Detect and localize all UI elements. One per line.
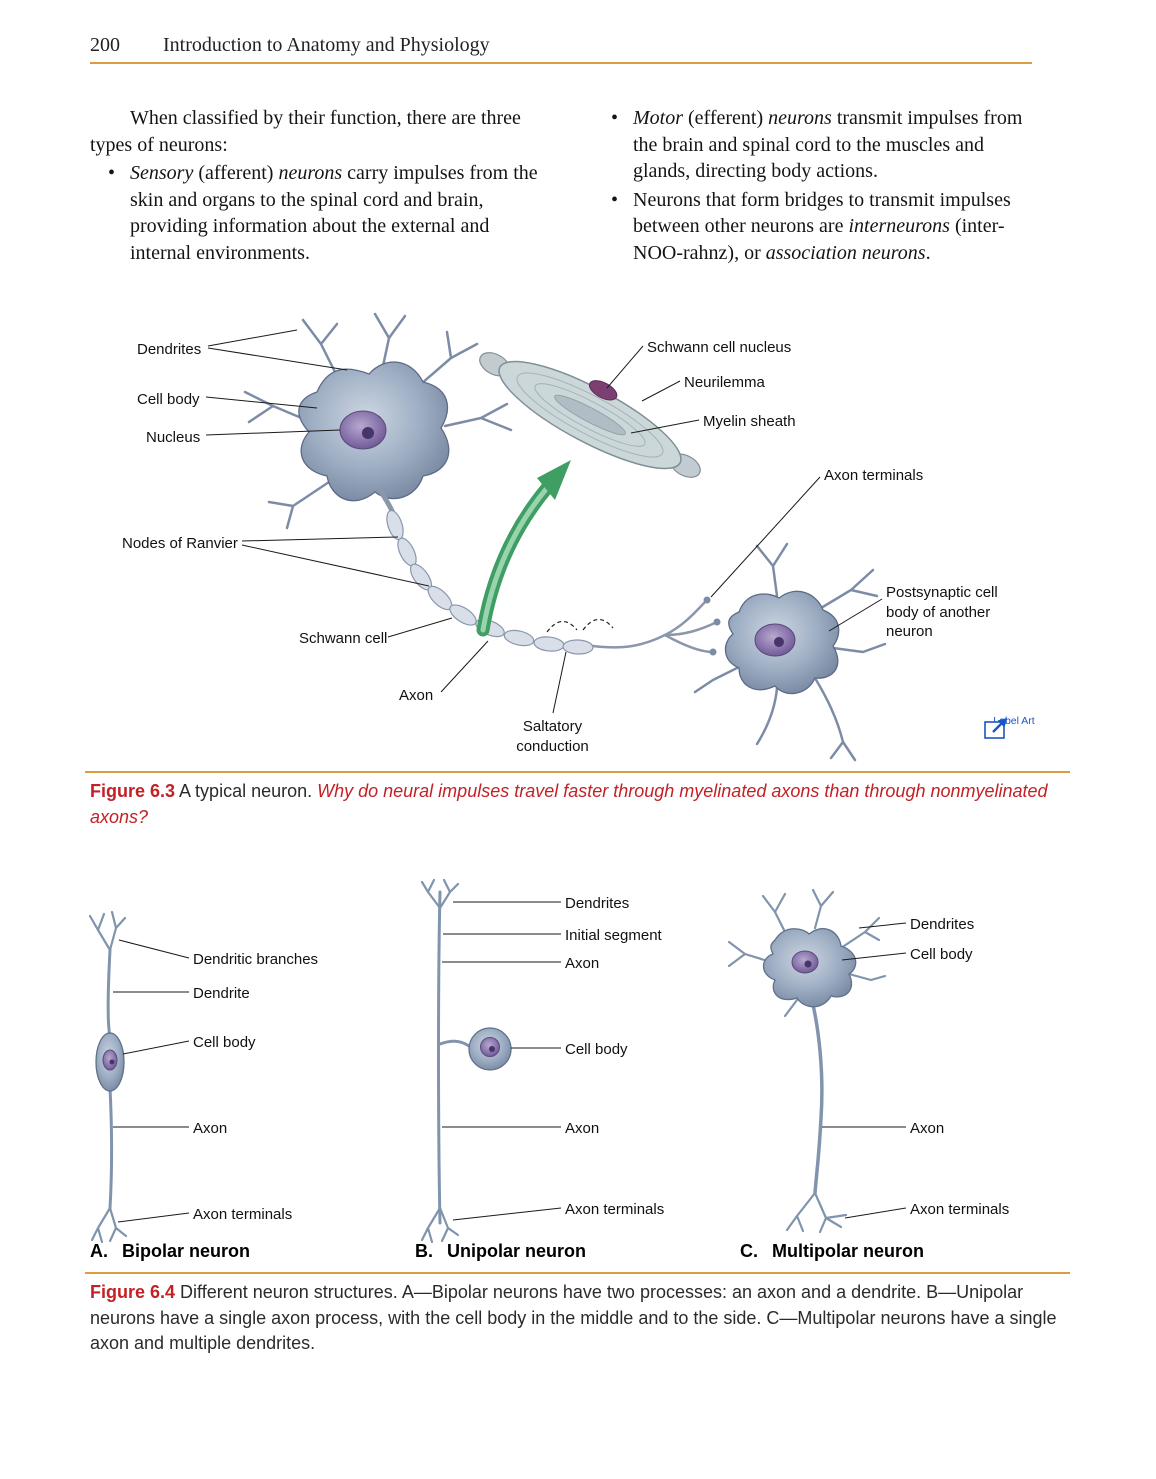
fig63-label-nucleus: Nucleus	[146, 429, 201, 446]
saltatory-arrows	[546, 618, 614, 633]
sensory-text-1: (afferent)	[193, 162, 279, 184]
fig64b-label-dendrites: Dendrites	[565, 895, 630, 912]
fig64b-label-axon-upper: Axon	[565, 955, 600, 972]
figure-6-3-art	[205, 312, 887, 762]
fig64a-label-dendritic-branches: Dendritic branches	[193, 951, 319, 968]
fig64b-letter: B.	[415, 1241, 433, 1261]
bullet-sensory: Sensory (afferent) neurons carry impulse…	[108, 160, 538, 266]
fig63-label-postsynaptic: Postsynaptic cell body of another neuron	[886, 584, 998, 640]
main-neuron-soma	[298, 361, 450, 502]
fig63-label-axon-terminals: Axon terminals	[824, 467, 924, 484]
fig63-label-cell-body: Cell body	[137, 391, 200, 408]
figure-6-3: Dendrites Cell body Nucleus Nodes of Ran…	[85, 300, 1070, 772]
figure-6-4-number: Figure 6.4	[90, 1282, 176, 1302]
figure-6-3-caption: Figure 6.3 A typical neuron. Why do neur…	[90, 779, 1050, 830]
zoom-arrow	[476, 460, 571, 637]
fig64a-label-axon-terminals: Axon terminals	[193, 1206, 293, 1223]
fig63-label-neurilemma: Neurilemma	[684, 374, 765, 391]
text-column-right: Motor (efferent) neurons transmit impuls…	[593, 105, 1045, 268]
figure-6-3-caption-text: A typical neuron.	[175, 781, 318, 801]
figure-6-3-rule	[85, 771, 1070, 773]
fig64b-label-axon-terminals: Axon terminals	[565, 1201, 665, 1218]
multipolar-neuron-art	[727, 888, 887, 1234]
fig63-label-nodes-of-ranvier: Nodes of Ranvier	[122, 535, 238, 552]
fig64a-name: Bipolar neuron	[122, 1241, 251, 1261]
fig64b-name: Unipolar neuron	[447, 1241, 586, 1261]
sensory-text-2: carry impulses from the skin and organs …	[130, 162, 538, 264]
motor-text-2: transmit impulses from the brain and spi…	[633, 107, 1023, 182]
fig64b-label-cell-body: Cell body	[565, 1041, 628, 1058]
bullet-interneurons: Neurons that form bridges to transmit im…	[611, 187, 1045, 267]
fig64a-label-cell-body: Cell body	[193, 1034, 256, 1051]
fig64c-label-dendrites: Dendrites	[910, 916, 975, 933]
figure-6-3-number: Figure 6.3	[90, 781, 176, 801]
main-neuron-dendrites	[243, 312, 513, 530]
figure-6-4-art	[88, 878, 907, 1244]
interneuron-term: interneurons	[848, 215, 950, 237]
intro-paragraph: When classified by their function, there…	[90, 107, 521, 156]
fig64a-label-axon: Axon	[193, 1120, 228, 1137]
axon-terminal-branches	[591, 598, 719, 654]
figure-6-4-rule	[85, 1272, 1070, 1274]
running-head: Introduction to Anatomy and Physiology	[163, 34, 490, 56]
figure-6-4-caption-text: Different neuron structures. A—Bipolar n…	[90, 1282, 1057, 1354]
fig63-label-schwann-cell-nucleus: Schwann cell nucleus	[647, 339, 792, 356]
fig64a-letter: A.	[90, 1241, 108, 1261]
interneuron-text-1: Neurons that form bridges to transmit im…	[633, 188, 1011, 238]
figure-6-3-question: Why do neural impulses travel faster thr…	[90, 781, 1048, 827]
motor-term: Motor	[633, 107, 683, 129]
fig64c-label-axon-terminals: Axon terminals	[910, 1201, 1010, 1218]
fig64a-label-dendrite: Dendrite	[193, 985, 250, 1002]
fig64c-letter: C.	[740, 1241, 758, 1261]
fig64b-label-axon-lower: Axon	[565, 1120, 600, 1137]
fig63-label-axon: Axon	[399, 687, 434, 704]
myelin-inset	[479, 352, 701, 478]
sensory-term-2: neurons	[278, 162, 343, 184]
bipolar-neuron-art	[88, 910, 128, 1244]
label-art-button[interactable]: Label Art	[981, 714, 1047, 739]
schwann-nucleus	[588, 380, 618, 401]
label-art-icon	[984, 718, 1007, 739]
figure-6-4: Dendritic branches Dendrite Cell body Ax…	[85, 878, 1075, 1278]
terminal-boutons	[703, 596, 721, 656]
fig64c-label-axon: Axon	[910, 1120, 945, 1137]
motor-term-2: neurons	[768, 107, 832, 129]
interneuron-text-3: .	[925, 241, 931, 264]
bullet-motor: Motor (efferent) neurons transmit impuls…	[611, 105, 1045, 185]
postsynaptic-neuron	[693, 542, 887, 762]
interneuron-term-2: association neurons	[765, 241, 926, 264]
fig63-label-myelin-sheath: Myelin sheath	[703, 413, 796, 430]
text-column-left: When classified by their function, there…	[90, 105, 538, 268]
leader-lines	[205, 329, 883, 714]
leader-lines	[113, 901, 907, 1223]
fig63-label-dendrites: Dendrites	[137, 341, 202, 358]
fig64c-name: Multipolar neuron	[772, 1241, 924, 1261]
fig63-label-saltatory-conduction: Saltatory conduction	[516, 718, 589, 755]
fig63-label-schwann-cell: Schwann cell	[299, 630, 388, 647]
header-rule	[90, 62, 1032, 64]
sensory-term: Sensory	[130, 162, 194, 184]
fig64b-label-initial-segment: Initial segment	[565, 927, 662, 944]
figure-6-4-caption: Figure 6.4 Different neuron structures. …	[90, 1280, 1065, 1357]
motor-text-1: (efferent)	[683, 107, 769, 129]
page-number: 200	[90, 34, 120, 56]
interneuron-text-2: (inter-NOO-rahnz), or	[633, 215, 1005, 264]
page-header: 200 Introduction to Anatomy and Physiolo…	[90, 34, 490, 57]
fig64c-label-cell-body: Cell body	[910, 946, 973, 963]
fig64a-title: A. Bipolar neuron	[90, 1241, 250, 1262]
unipolar-neuron-art	[420, 878, 512, 1244]
fig64b-title: B. Unipolar neuron	[415, 1241, 586, 1262]
fig64c-title: C. Multipolar neuron	[740, 1241, 924, 1262]
